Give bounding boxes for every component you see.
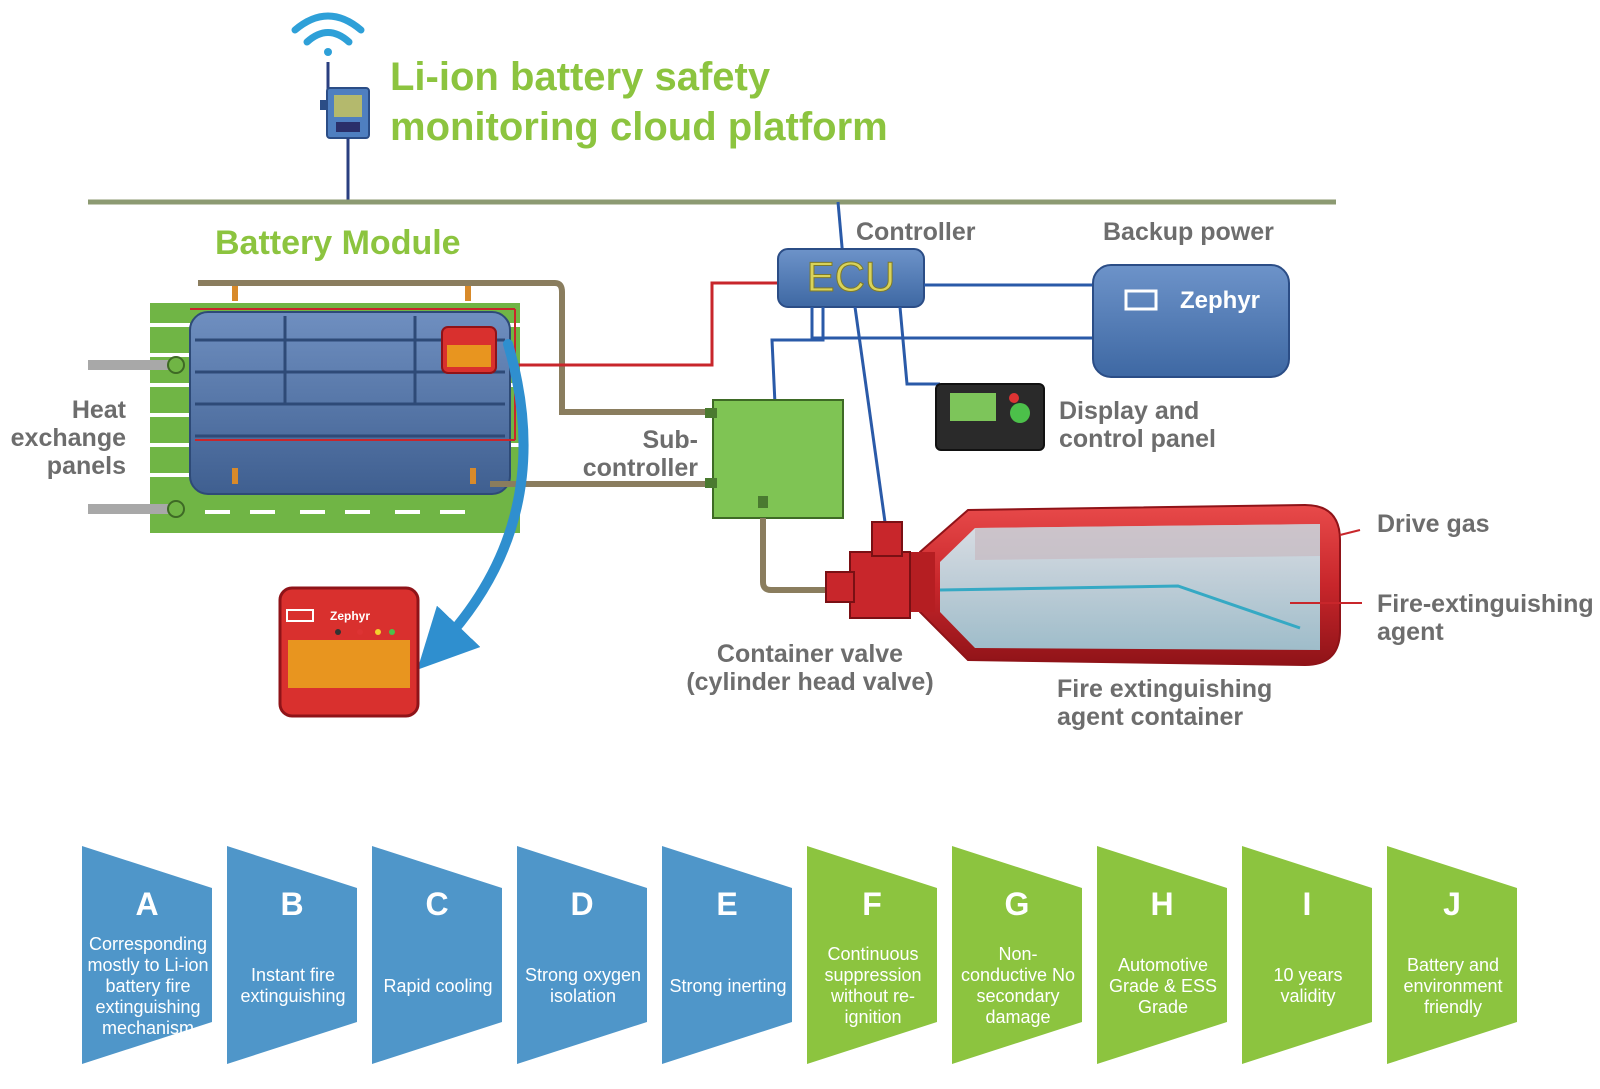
- container-label: Fire extinguishing agent container: [1057, 675, 1273, 731]
- feature-tile-i: I 10 years validity: [1242, 846, 1372, 1064]
- feature-description: Instant fire extinguishing: [240, 965, 346, 1006]
- feature-description: Automotive Grade & ESS Grade: [1108, 954, 1218, 1017]
- feature-letter: F: [862, 886, 882, 922]
- feature-letter: A: [135, 886, 159, 922]
- battery-module-title: Battery Module: [215, 224, 461, 262]
- detector-brand: Zephyr: [330, 609, 370, 623]
- ecu-controller: ECU: [777, 248, 925, 308]
- drive-gas-label: Drive gas: [1377, 510, 1490, 538]
- feature-description: Strong oxygen isolation: [524, 965, 642, 1006]
- feature-description: 10 years validity: [1273, 965, 1343, 1006]
- feature-tile-d: D Strong oxygen isolation: [517, 846, 647, 1064]
- feature-letter: E: [716, 886, 738, 922]
- feature-tile-a: A Corresponding mostly to Li-ion battery …: [82, 846, 212, 1064]
- cloud-gateway-device: [320, 87, 370, 139]
- agent-label: Fire-extinguishing agent: [1377, 590, 1594, 646]
- feature-description: Non-conductive No secondary damage: [960, 944, 1076, 1027]
- feature-tile-shape: [227, 846, 357, 1064]
- wifi-icon: [291, 12, 365, 56]
- sub-controller-box: [705, 399, 844, 519]
- feature-tile-g: G Non-conductive No secondary damage: [952, 846, 1082, 1064]
- feature-tile-e: E Strong inerting: [662, 846, 792, 1064]
- battery-module: [88, 285, 520, 533]
- feature-letter: G: [1004, 886, 1030, 922]
- feature-tile-shape: [952, 846, 1082, 1064]
- feature-letter: H: [1150, 886, 1174, 922]
- container-valve: [825, 521, 911, 619]
- feature-tile-shape: [1242, 846, 1372, 1064]
- feature-tile-c: C Rapid cooling: [372, 846, 502, 1064]
- feature-tile-shape: [662, 846, 792, 1064]
- ecu-text: ECU: [807, 253, 896, 300]
- cloud-title-line2: monitoring cloud platform: [390, 105, 888, 149]
- feature-description: Corresponding mostly to Li-ion battery f…: [87, 933, 209, 1038]
- backup-power-box: Zephyr: [1092, 264, 1290, 378]
- feature-description: Battery and environment friendly: [1403, 954, 1503, 1017]
- feature-tile-shape: [1097, 846, 1227, 1064]
- display-panel-label: Display and control panel: [1059, 397, 1216, 453]
- feature-tile-shape: [517, 846, 647, 1064]
- feature-letter: I: [1302, 886, 1312, 922]
- detector-unit-small: [441, 326, 497, 374]
- feature-description: Continuous suppression without re-igniti…: [824, 944, 922, 1027]
- feature-letter: B: [280, 886, 304, 922]
- detector-unit-large: Zephyr: [278, 586, 420, 718]
- feature-tile-j: J Battery and environment friendly: [1387, 846, 1517, 1064]
- feature-tile-shape: [372, 846, 502, 1064]
- controller-label: Controller: [856, 218, 976, 246]
- backup-power-brand: Zephyr: [1180, 287, 1260, 314]
- sub-controller-label: Sub- controller: [582, 426, 698, 482]
- feature-description: Rapid cooling: [383, 975, 493, 996]
- feature-tile-b: B Instant fire extinguishing: [227, 846, 357, 1064]
- feature-tile-h: H Automotive Grade & ESS Grade: [1097, 846, 1227, 1064]
- cloud-platform-title: Li-ion battery safety monitoring cloud p…: [390, 52, 888, 152]
- display-control-panel: [935, 383, 1045, 451]
- cloud-title-line1: Li-ion battery safety: [390, 55, 771, 99]
- zoom-arrow: [417, 339, 529, 670]
- feature-tile-shape: [1387, 846, 1517, 1064]
- feature-description: Strong inerting: [669, 975, 787, 996]
- feature-tile-shape: [82, 846, 212, 1064]
- heat-exchange-label: Heat exchange panels: [10, 396, 126, 480]
- feature-tile-shape: [807, 846, 937, 1064]
- feature-letter: J: [1443, 886, 1461, 922]
- fire-extinguishing-cylinder: [905, 503, 1341, 667]
- backup-power-label: Backup power: [1103, 218, 1274, 246]
- feature-letter: C: [425, 886, 449, 922]
- container-valve-label: Container valve (cylinder head valve): [686, 640, 934, 696]
- feature-tile-f: F Continuous suppression without re-ignit…: [807, 846, 937, 1064]
- feature-letter: D: [570, 886, 594, 922]
